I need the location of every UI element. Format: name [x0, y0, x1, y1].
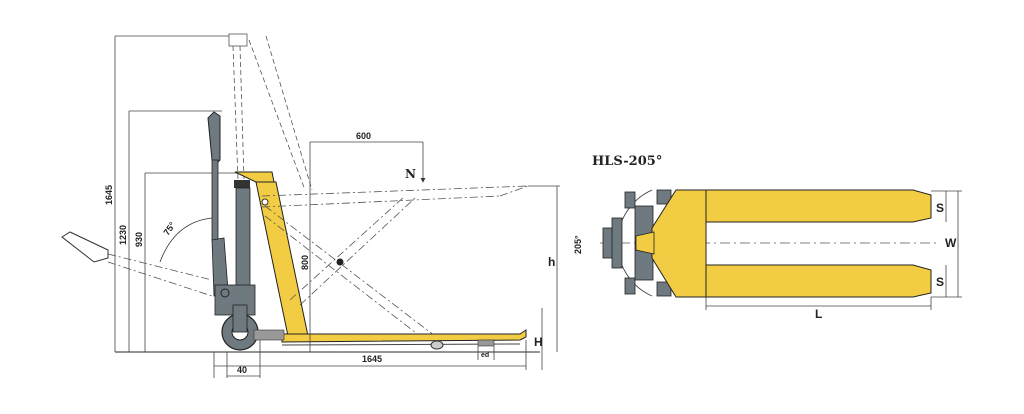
raised-fork-phantom [261, 185, 529, 208]
load-label-n: N [405, 167, 416, 181]
dim-ed: ed [481, 352, 489, 359]
fork-upper [705, 189, 932, 223]
height-dimensions [114, 35, 240, 352]
scissor-mechanism [264, 195, 436, 341]
dim-w: W [945, 236, 957, 250]
dim-H: H [534, 335, 543, 349]
dim-205-degree: 205° [573, 235, 583, 254]
dim-40: 40 [237, 365, 247, 375]
dim-600: 600 [356, 131, 371, 141]
steer-wheel [221, 304, 285, 351]
raised-handle-phantom [228, 33, 313, 191]
fork-lower [705, 264, 932, 298]
dim-1230-height: 1230 [118, 225, 128, 245]
dim-930-height: 930 [134, 232, 144, 247]
side-view: 1645 1230 930 75° [61, 33, 560, 378]
dim-h: h [548, 255, 555, 269]
top-view: HLS-205° 205° [573, 154, 962, 321]
angle-arc [159, 217, 213, 263]
load-center-dim [309, 141, 426, 352]
dim-1645-height: 1645 [104, 185, 114, 205]
forks [705, 189, 932, 298]
bottom-dims [213, 340, 527, 378]
dim-1645-length: 1645 [362, 354, 382, 364]
fork-lowered [281, 329, 527, 350]
model-title: HLS-205° [592, 154, 662, 169]
lowered-handle [61, 231, 213, 297]
dim-s-upper: S [936, 201, 944, 215]
dim-s-lower: S [936, 275, 944, 289]
scissor-pivot [336, 258, 344, 266]
height-h-dim [528, 185, 560, 370]
dim-l: L [815, 307, 822, 321]
hydraulic-pump [214, 180, 256, 316]
tiller-handle [207, 111, 229, 297]
dim-75-degree: 75° [161, 220, 177, 237]
dim-800: 800 [300, 255, 310, 270]
top-dims [705, 190, 962, 310]
